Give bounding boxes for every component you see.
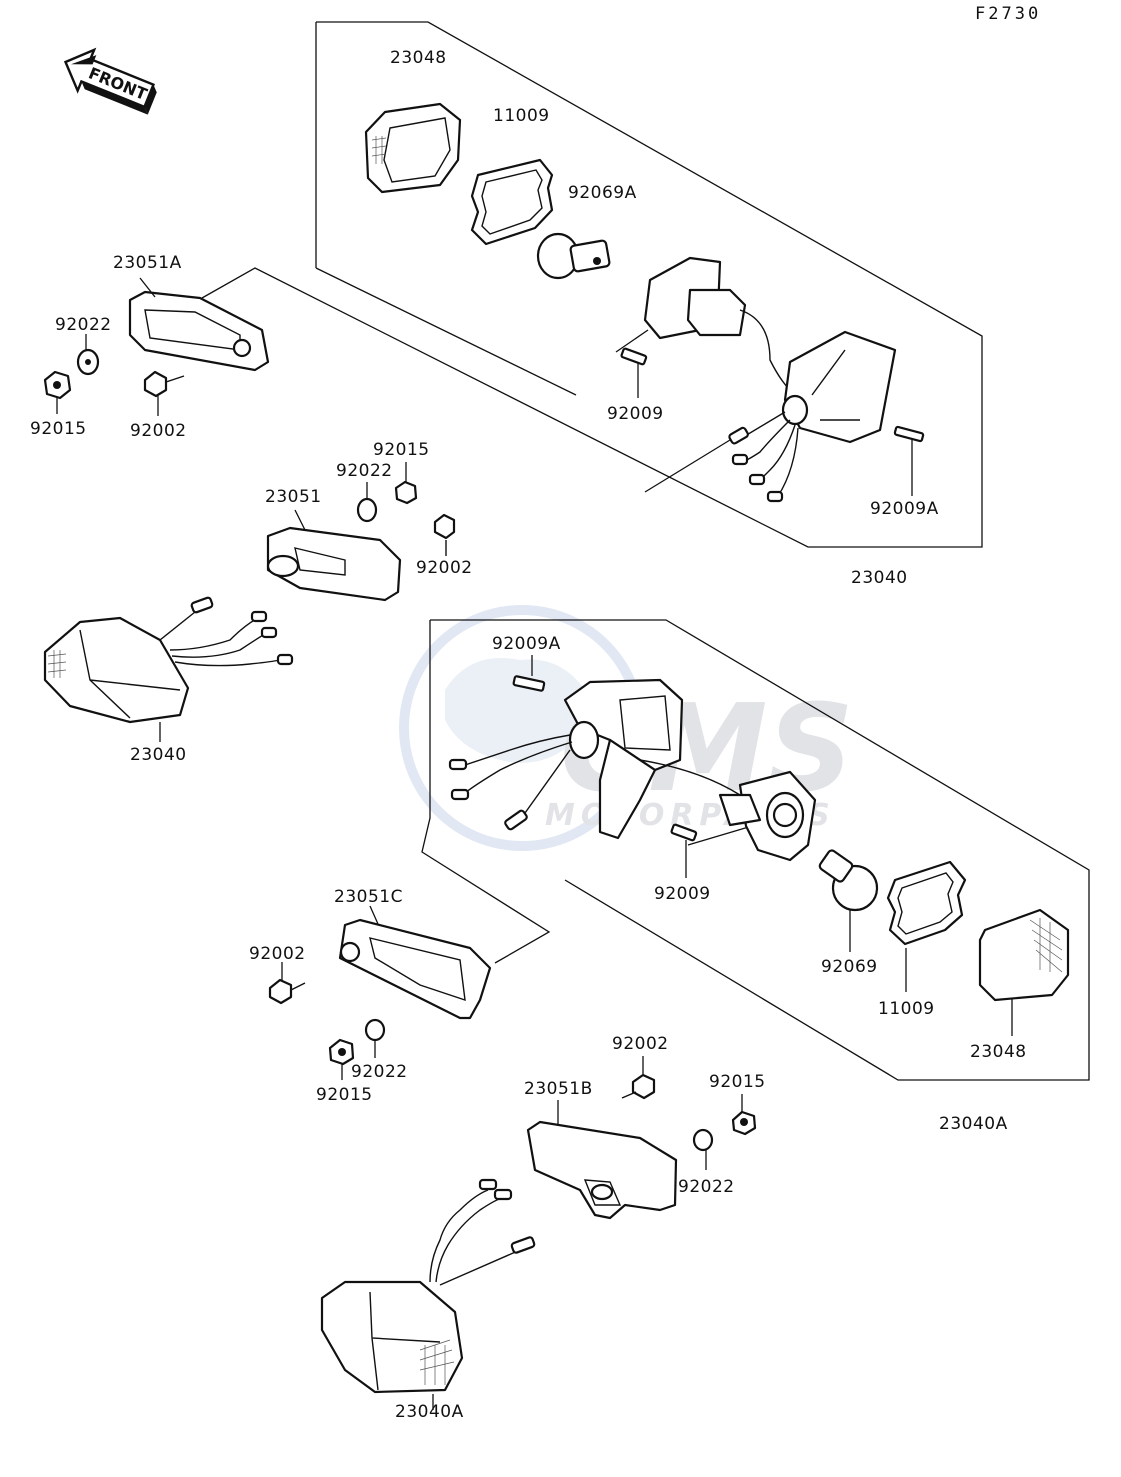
upper-screw-92009a xyxy=(893,425,925,496)
lower-bracket-23051c xyxy=(338,905,492,1020)
lower-assembly-frame xyxy=(421,619,1090,1081)
mid-bolt xyxy=(433,513,456,556)
label-lower-washer-right: 92022 xyxy=(678,1177,735,1197)
lower-lens xyxy=(978,908,1070,1036)
upper-assembly-frame xyxy=(201,21,983,548)
upper-nut-left xyxy=(43,370,72,414)
label-upper-washer-left: 92022 xyxy=(55,315,112,335)
upper-washer-left xyxy=(76,334,100,376)
label-left-signal: 23040 xyxy=(130,745,187,765)
upper-wires xyxy=(728,411,799,503)
front-arrow-icon: FRONT xyxy=(63,47,157,115)
label-mid-bracket: 23051 xyxy=(265,487,322,507)
label-lower-lens: 23048 xyxy=(970,1042,1027,1062)
label-mid-nut: 92015 xyxy=(373,440,430,460)
watermark-continent-shape xyxy=(445,658,590,763)
label-mid-bolt: 92002 xyxy=(416,558,473,578)
lower-bolt-right xyxy=(621,1056,656,1100)
upper-screw-92009 xyxy=(620,347,648,398)
lower-nut-left xyxy=(328,1038,355,1080)
label-upper-bulb: 92069A xyxy=(568,183,637,203)
label-lower-washer-left: 92022 xyxy=(351,1062,408,1082)
lower-washer-left xyxy=(364,1018,386,1058)
bottom-signal-23040a xyxy=(320,1178,536,1410)
label-upper-assembly: 23040 xyxy=(851,568,908,588)
label-lower-bulb: 92069 xyxy=(821,957,878,977)
label-mid-washer: 92022 xyxy=(336,461,393,481)
left-signal-23040 xyxy=(43,596,294,742)
label-lower-nut-left: 92015 xyxy=(316,1085,373,1105)
lower-socket xyxy=(639,759,817,862)
lower-bolt-left xyxy=(268,962,306,1005)
label-lower-bolt-left: 92002 xyxy=(249,944,306,964)
lower-washer-right xyxy=(692,1128,714,1170)
label-lower-assembly: 23040A xyxy=(939,1114,1008,1134)
upper-bulb xyxy=(536,232,611,280)
label-upper-gasket: 11009 xyxy=(493,106,550,126)
label-lower-gasket: 11009 xyxy=(878,999,935,1019)
label-upper-lens: 23048 xyxy=(390,48,447,68)
mid-nut xyxy=(394,462,418,505)
mid-bracket-23051 xyxy=(266,509,402,602)
label-lower-nut-right: 92015 xyxy=(709,1072,766,1092)
mid-washer xyxy=(356,482,378,523)
figure-id: F2730 xyxy=(975,4,1041,24)
label-lower-screw-mid: 92009 xyxy=(654,884,711,904)
label-lower-screw-top: 92009A xyxy=(492,634,561,654)
upper-lens xyxy=(364,102,462,194)
upper-bracket-23051a xyxy=(128,277,270,372)
upper-socket-housing xyxy=(643,256,897,444)
part-labels: 23048 11009 92069A 23051A 92022 92015 92… xyxy=(30,48,1027,1422)
lower-housing xyxy=(448,678,684,840)
label-upper-screw-right: 92009A xyxy=(870,499,939,519)
label-upper-bolt-left: 92002 xyxy=(130,421,187,441)
label-lower-bolt-right: 92002 xyxy=(612,1034,669,1054)
lower-bulb xyxy=(818,849,879,952)
upper-gasket xyxy=(470,158,554,246)
lower-gasket xyxy=(886,860,967,992)
label-upper-screw-mid: 92009 xyxy=(607,404,664,424)
lower-nut-right xyxy=(731,1094,757,1136)
label-upper-bracket-left: 23051A xyxy=(113,253,182,273)
lower-screw-top xyxy=(512,655,546,692)
label-upper-nut-left: 92015 xyxy=(30,419,87,439)
label-lower-bracket-b: 23051B xyxy=(524,1079,593,1099)
upper-bolt-left xyxy=(143,370,185,416)
lower-bracket-23051b xyxy=(526,1100,678,1220)
label-bottom-signal: 23040A xyxy=(395,1402,464,1422)
lower-screw-mid xyxy=(670,823,698,878)
label-lower-bracket-c: 23051C xyxy=(334,887,403,907)
